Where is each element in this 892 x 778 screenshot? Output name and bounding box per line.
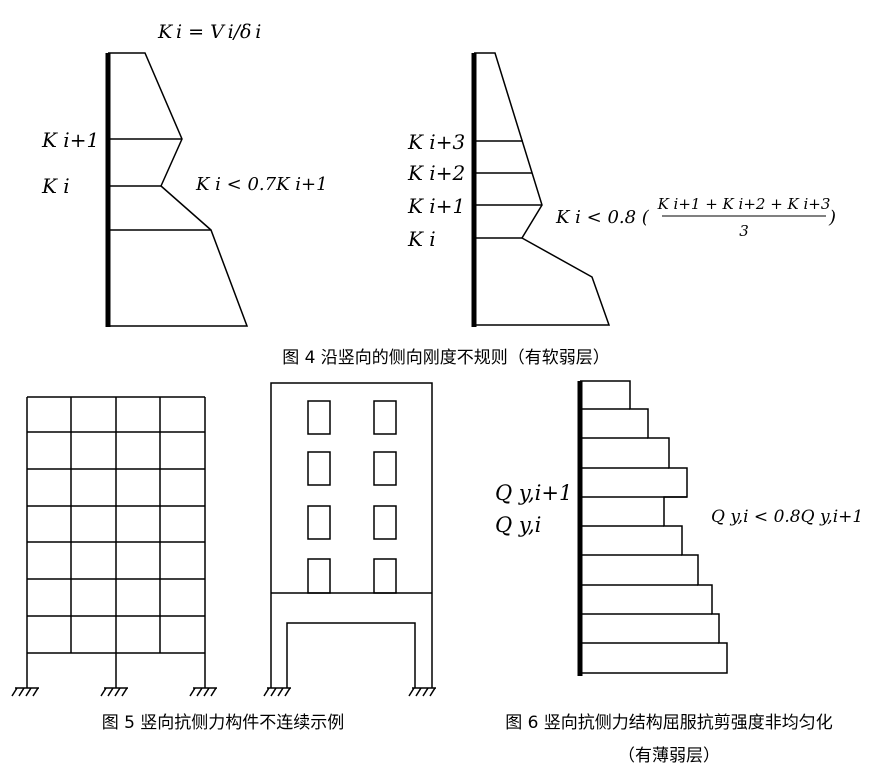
fig4-right-condition-numerator: K i+1 + K i+2 + K i+3 [657,195,831,213]
fig4-right-label-ki2: K i+2 [407,161,465,185]
fixed-support-icon [11,687,39,697]
fig4-right-diagram: K i+3 K i+2 K i+1 K i K i < 0.8 ( K i+1 … [407,52,836,327]
fig4-caption: 图 4 沿竖向的侧向刚度不规则（有软弱层） [282,348,610,368]
fig4-left-label-ki1: K i+1 [41,128,99,152]
fig6-caption-line2: （有薄弱层） [618,746,720,766]
fig4-left-label-ki: K i [41,174,70,198]
fig4-right-condition-suffix: ) [828,207,836,228]
fig4-right-label-ki: K i [407,227,436,251]
fixed-support-icon [189,687,217,697]
fixed-support-icon [100,687,128,697]
fixed-support-icon [408,687,436,697]
fig4-right-condition-denominator: 3 [739,222,749,240]
fig6-shear-strength-profile [580,380,728,674]
transfer-frame-opening [286,622,416,688]
fig6-condition: Q y,i < 0.8Q y,i+1 [711,507,863,527]
fig6-label-qyi1: Q y,i+1 [495,481,572,505]
fig6-label-qyi: Q y,i [495,513,541,537]
fig5-caption: 图 5 竖向抗侧力构件不连续示例 [102,713,345,733]
wall-outline [270,382,433,688]
wall-openings [307,400,397,594]
fig4-right-condition-prefix: K i < 0.8 ( [555,207,650,228]
fig4-right-stiffness-profile [474,52,611,326]
fig4-left-condition: K i < 0.7K i+1 [195,174,328,195]
fig4-left-diagram: K i = V i/δ i K i+1 K i K i < 0.7K i+1 [41,21,328,327]
fig4-right-label-ki1: K i+1 [407,194,465,218]
fig6-diagram: Q y,i+1 Q y,i Q y,i < 0.8Q y,i+1 [495,380,863,676]
fig4-right-label-ki3: K i+3 [407,130,465,154]
fig6-caption-line1: 图 6 竖向抗侧力结构屈服抗剪强度非均匀化 [505,713,833,733]
fig5-regular-frame [11,396,217,697]
fixed-support-icon [263,687,291,697]
fig4-stiffness-formula: K i = V i/δ i [157,21,261,43]
fig6-floor-lines [580,408,719,644]
fig5-discontinuous-wall [263,382,436,697]
frame-columns [26,397,206,688]
